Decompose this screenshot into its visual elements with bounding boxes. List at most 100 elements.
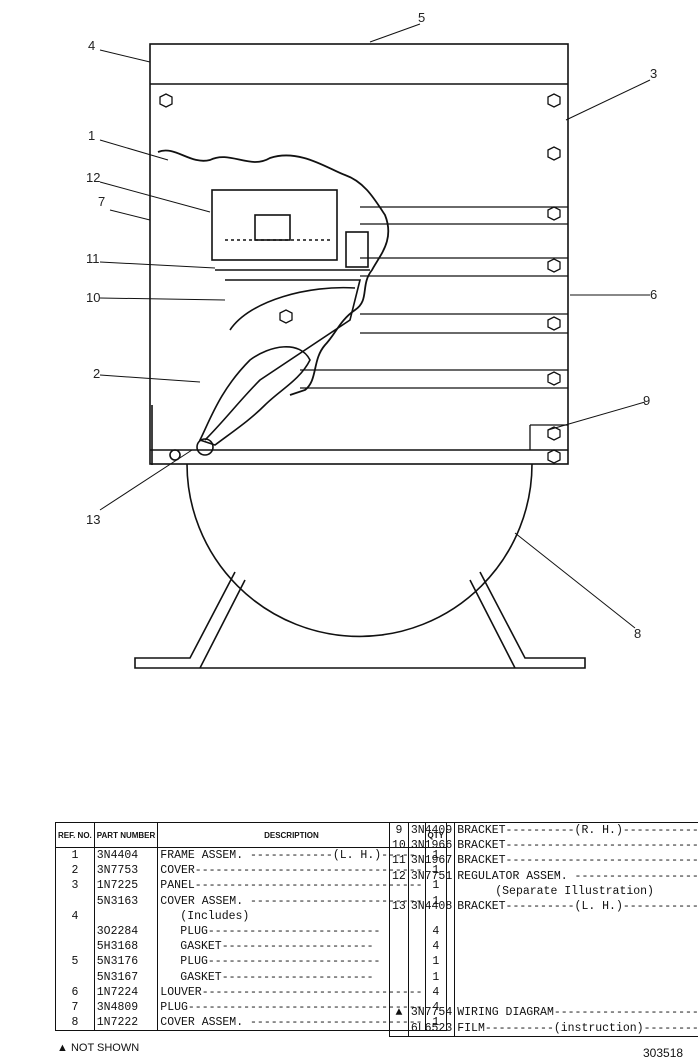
tank-legs <box>134 571 586 669</box>
empty-cell <box>408 974 456 991</box>
spacer-row <box>389 974 698 991</box>
bolts <box>159 93 561 464</box>
description-cell: (Includes) <box>157 908 426 924</box>
figure-number: 303518 <box>643 1046 684 1060</box>
part-number-cell <box>408 883 456 899</box>
empty-cell <box>389 944 409 960</box>
ref-cell <box>55 939 95 955</box>
description-cell: GASKET---------------------- <box>157 969 426 985</box>
ref-cell: 13 <box>389 898 409 915</box>
ref-cell: 2 <box>55 863 95 879</box>
callout-11: 11 <box>86 251 100 266</box>
callout-7: 7 <box>98 194 105 209</box>
ref-cell: 7 <box>55 999 95 1016</box>
ref-cell: 9 <box>389 822 409 839</box>
part-number-cell: 3N7751 <box>408 868 456 884</box>
description-cell: BRACKET----------(R. H.)----------- <box>454 822 698 839</box>
part-number-cell: 3N4408 <box>408 898 456 915</box>
part-number-cell: 3N4404 <box>94 847 159 864</box>
empty-cell <box>454 974 698 991</box>
empty-cell <box>454 990 698 1006</box>
callout-6: 6 <box>650 287 657 302</box>
footnote: ▲ NOT SHOWN <box>57 1042 140 1054</box>
part-number-cell: 3O2284 <box>94 923 159 940</box>
part-number-cell: 5H3168 <box>94 939 159 955</box>
empty-cell <box>389 990 409 1006</box>
description-cell: FILM----------(instruction)--------- <box>454 1020 698 1037</box>
tank-body <box>186 463 533 638</box>
empty-cell <box>454 944 698 960</box>
part-number-cell: 5N3163 <box>94 893 159 909</box>
ref-cell <box>389 883 409 899</box>
description-cell: COVER ASSEM. ------------------------- <box>157 893 426 909</box>
part-number-cell: 5N3167 <box>94 969 159 985</box>
ref-cell <box>389 1020 409 1037</box>
ref-cell: 3 <box>55 878 95 894</box>
description-cell: LOUVER-------------------------------- <box>157 984 426 1000</box>
callout-numbers: 5 4 3 1 12 7 11 10 6 2 9 13 8 <box>86 10 657 641</box>
exploded-view-drawing: 5 4 3 1 12 7 11 10 6 2 9 13 8 <box>86 10 657 669</box>
table-row: 4(Includes) <box>55 908 447 924</box>
part-number-cell: 3N7753 <box>94 863 159 879</box>
description-cell: BRACKET----------------------------- <box>454 853 698 869</box>
empty-cell <box>389 959 409 975</box>
empty-cell <box>454 914 698 930</box>
callout-8: 8 <box>634 626 641 641</box>
table-row: (Separate Illustration) <box>389 883 698 899</box>
callout-12: 12 <box>86 170 100 185</box>
part-number-cell <box>94 908 159 924</box>
part-number-cell: 3N4409 <box>408 822 456 839</box>
empty-cell <box>389 929 409 945</box>
ref-cell: ▲ <box>389 1005 409 1021</box>
empty-cell <box>408 959 456 975</box>
ref-cell: 10 <box>389 838 409 854</box>
description-cell: FRAME ASSEM. ------------(L. H.)----- <box>157 847 426 864</box>
header-part: PART NUMBER <box>94 822 159 848</box>
empty-cell <box>389 914 409 930</box>
empty-cell <box>454 929 698 945</box>
empty-cell <box>408 944 456 960</box>
ref-cell <box>55 969 95 985</box>
header-ref: REF. NO. <box>55 822 95 848</box>
ref-cell <box>55 893 95 909</box>
bracket-arm <box>204 279 362 441</box>
header-description: DESCRIPTION <box>157 822 426 848</box>
description-cell: (Separate Illustration) <box>454 883 698 899</box>
spacer-row <box>389 944 698 960</box>
part-number-cell: 5N3176 <box>94 954 159 970</box>
part-number-cell: 3N1966 <box>408 838 456 854</box>
part-number-cell: 1N7225 <box>94 878 159 894</box>
spacer-row <box>389 929 698 945</box>
description-cell: PLUG---------------------------------- <box>157 999 426 1016</box>
empty-cell <box>408 914 456 930</box>
description-cell: BRACKET----------(L. H.)----------- <box>454 898 698 915</box>
empty-cell <box>408 929 456 945</box>
description-cell: PLUG------------------------- <box>157 954 426 970</box>
callout-10: 10 <box>86 290 100 305</box>
callout-9: 9 <box>643 393 650 408</box>
ref-cell <box>55 923 95 940</box>
ref-cell: 8 <box>55 1015 95 1031</box>
part-number-cell: 3N4809 <box>94 999 159 1016</box>
part-number-cell: 3N1967 <box>408 853 456 869</box>
description-cell: REGULATOR ASSEM. ------------------- <box>454 868 698 884</box>
description-cell: GASKET---------------------- <box>157 939 426 955</box>
table-header: REF. NO. PART NUMBER DESCRIPTION QTY <box>55 822 447 848</box>
regulator-box <box>211 189 338 261</box>
leader-lines <box>99 23 651 629</box>
callout-3: 3 <box>650 66 657 81</box>
